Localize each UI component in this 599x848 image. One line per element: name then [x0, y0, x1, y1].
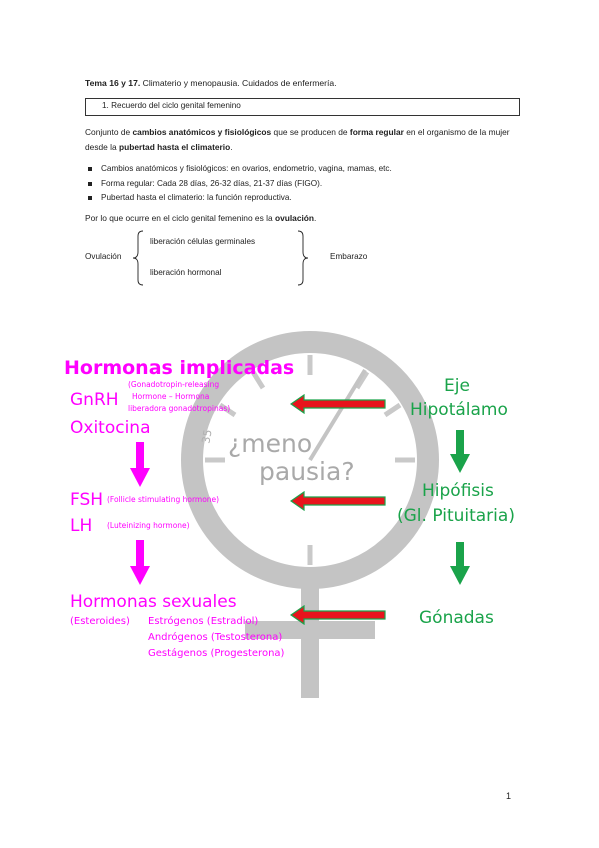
scheme-top-label: liberación células germinales — [150, 237, 256, 246]
scheme-bottom-label: liberación hormonal — [150, 268, 222, 277]
oxitocina-label: Oxitocina — [70, 418, 151, 438]
title-rest: Climaterio y menopausia. Cuidados de enf… — [140, 78, 337, 88]
red-left-arrow-icon — [290, 605, 386, 625]
intro-bold-2: forma regular — [349, 127, 404, 137]
intro-text-1: Conjunto de — [85, 127, 133, 137]
intro-paragraph: Conjunto de cambios anatómicos y fisioló… — [85, 125, 515, 155]
watermark-text-1: ¿meno — [228, 429, 313, 458]
ovulation-sentence: Por lo que ocurre en el ciclo genital fe… — [85, 213, 316, 223]
estrogenos-label: Estrógenos (Estradiol) — [148, 616, 259, 627]
document-title: Tema 16 y 17. Climaterio y menopausia. C… — [85, 77, 337, 89]
page-number: 1 — [506, 791, 512, 801]
scheme-left-label: Ovulación — [85, 252, 122, 261]
watermark-number: 35 — [199, 428, 215, 445]
bullet-item: Cambios anatómicos y fisiológicos: en ov… — [85, 162, 392, 177]
intro-text-4: . — [230, 142, 233, 152]
gnrh-note-3: liberadora gonadotropinas) — [128, 404, 231, 413]
red-left-arrow-icon — [290, 394, 386, 414]
intro-bold-1: cambios anatómicos y fisiológicos — [132, 127, 272, 137]
magenta-down-arrow-icon — [130, 540, 150, 585]
title-bold: Tema 16 y 17. — [85, 78, 141, 88]
androgenos-label: Andrógenos (Testosterona) — [148, 632, 283, 643]
gnrh-label: GnRH — [70, 390, 119, 410]
esteroides-label: (Esteroides) — [70, 616, 130, 627]
gnrh-note-1: (Gonadotropin-releasing — [128, 380, 220, 389]
scheme-right-label: Embarazo — [330, 252, 368, 261]
fsh-note: (Follicle stimulating hormone) — [107, 495, 220, 504]
bullet-item: Pubertad hasta el climaterio: la función… — [85, 191, 392, 206]
right-brace-icon — [297, 230, 309, 286]
left-brace-icon — [132, 230, 144, 286]
pituitaria-label: (Gl. Pituitaria) — [397, 506, 515, 526]
green-down-arrow-icon — [450, 542, 470, 585]
lh-note: (Luteinizing hormone) — [107, 521, 190, 530]
section-heading-box: 1. Recuerdo del ciclo genital femenino — [85, 98, 520, 116]
ovulation-text-2: . — [314, 213, 317, 223]
ovulation-text-1: Por lo que ocurre en el ciclo genital fe… — [85, 213, 275, 223]
bullet-item: Forma regular: Cada 28 días, 26-32 días,… — [85, 177, 392, 192]
hormones-title: Hormonas implicadas — [64, 357, 295, 379]
gestagenos-label: Gestágenos (Progesterona) — [148, 648, 285, 659]
green-down-arrow-icon — [450, 430, 470, 473]
hipotalamo-label: Hipotálamo — [410, 400, 508, 420]
intro-bold-3: pubertad hasta el climaterio — [119, 142, 231, 152]
magenta-down-arrow-icon — [130, 442, 150, 487]
gonadas-label: Gónadas — [419, 608, 494, 628]
intro-text-3: en el organismo de la mujer desde la — [85, 127, 510, 152]
watermark-text-2: pausia? — [259, 457, 355, 486]
eje-label: Eje — [444, 376, 470, 396]
lh-label: LH — [70, 516, 93, 536]
hipofisis-label: Hipófisis — [422, 481, 494, 501]
gnrh-note-2: Hormone – Hormona — [132, 392, 210, 401]
sexual-hormones-label: Hormonas sexuales — [70, 592, 237, 612]
clock-venus-watermark — [181, 331, 439, 698]
bullet-list: Cambios anatómicos y fisiológicos: en ov… — [85, 162, 392, 206]
intro-text-2: que se producen de — [271, 127, 350, 137]
ovulation-bold: ovulación — [274, 213, 315, 223]
section-heading: 1. Recuerdo del ciclo genital femenino — [102, 101, 241, 110]
red-left-arrow-icon — [290, 491, 386, 511]
fsh-label: FSH — [70, 490, 104, 510]
